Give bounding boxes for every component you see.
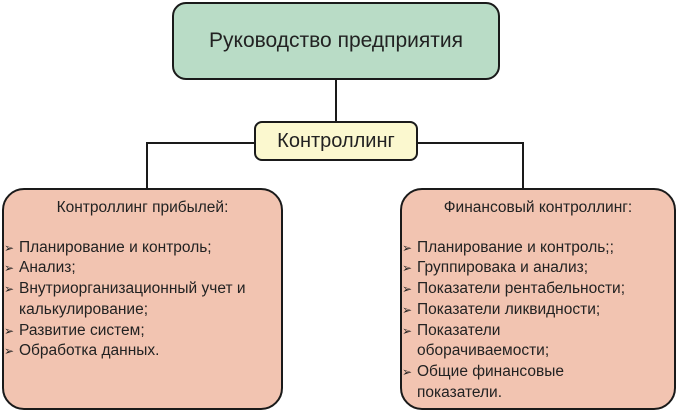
list-item: Группировака и анализ; — [402, 258, 674, 279]
connector-right — [522, 142, 524, 189]
list-item: Планирование и контроль;; — [402, 238, 674, 259]
node-label: Контроллинг — [277, 129, 395, 152]
list-item: Внутриорганизационный учет и калькулиров… — [4, 279, 281, 320]
list-item: Развитие систем; — [4, 321, 281, 342]
node-controlling: Контроллинг — [254, 121, 418, 161]
connector-top-mid — [335, 80, 337, 121]
list-item: Общие финансовые показатели. — [402, 362, 587, 403]
list-item: Показатели рентабельности; — [402, 279, 674, 300]
list-item: Планирование и контроль; — [4, 238, 281, 259]
node-financial-controlling: Финансовый контроллинг: Планирование и к… — [400, 188, 676, 410]
connector-left — [146, 142, 148, 189]
list-item: Показатели ликвидности; — [402, 300, 674, 321]
node-management: Руководство предприятия — [172, 2, 500, 80]
list-item: Показатели оборачиваемости; — [402, 321, 567, 362]
node-profit-controlling: Контроллинг прибылей: Планирование и кон… — [2, 188, 283, 410]
list-item: Обработка данных. — [4, 341, 281, 362]
node-title: Финансовый контроллинг: — [443, 199, 633, 216]
node-title: Контроллинг прибылей: — [56, 199, 229, 216]
node-label: Руководство предприятия — [209, 29, 463, 52]
list-item: Анализ; — [4, 258, 281, 279]
